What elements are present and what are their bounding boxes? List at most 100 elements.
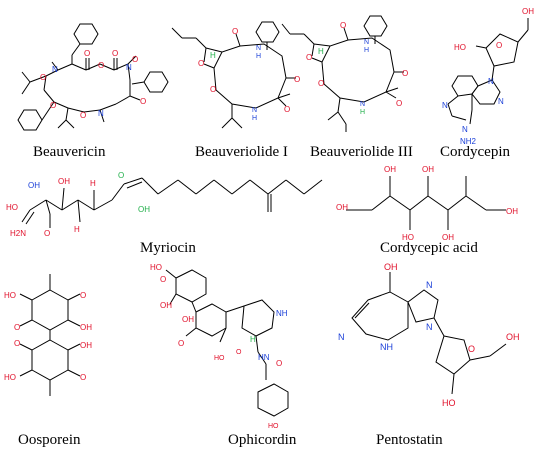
myriocin-atom-3: OH <box>28 181 40 190</box>
cordycepin-structure <box>447 18 529 125</box>
beauvericin-atom-2: O <box>84 49 90 58</box>
myriocin-atom-5: OH <box>58 177 70 186</box>
ophicordin-atom-5: O <box>178 339 184 348</box>
ophicordin-atom-11: O <box>276 359 282 368</box>
ophicordin-atom-8: NH <box>276 309 288 318</box>
beauveriolide-i-atom-3: O <box>232 27 238 36</box>
beauveriolide-i-atom-10: H <box>210 51 216 60</box>
cordycepin-atom-7: N <box>462 125 468 134</box>
cordycepin-atom-4: N <box>488 77 494 86</box>
cordycepic-acid-atom-4: OH <box>422 165 434 174</box>
pentostatin-atom-7: OH <box>506 332 520 342</box>
beauvericin-atom-3: O <box>98 61 104 70</box>
cordycepin-atom-2: O <box>496 41 502 50</box>
cordycepin-atom-1: HO <box>454 43 466 52</box>
pentostatin-atom-6: O <box>468 344 475 354</box>
pentostatin-atom-8: HO <box>442 398 456 408</box>
beauveriolide-i-atom-9: O <box>198 59 204 68</box>
beauveriolide-i-atom-5: O <box>210 85 216 94</box>
beauveriolide-iii-atom-3: O <box>340 21 346 30</box>
myriocin-label: Myriocin <box>140 240 196 256</box>
beauveriolide-i-atom-1: N <box>256 45 261 52</box>
myriocin-atom-9: OH <box>138 205 150 214</box>
oosporein-label: Oosporein <box>18 432 81 448</box>
cordycepin-atom-3: OH <box>522 7 534 16</box>
myriocin-atom-4: O <box>44 229 50 238</box>
beauveriolide-iii-label: Beauveriolide III <box>310 144 413 160</box>
beauveriolide-iii-atom-1: N <box>364 39 369 46</box>
beauveriolide-iii-structure <box>281 15 404 132</box>
pentostatin-atom-1: OH <box>384 262 398 272</box>
ophicordin-structure <box>165 269 289 417</box>
beauveriolide-i-atom-8: O <box>284 105 290 114</box>
beauvericin-atom-8: O <box>80 111 86 120</box>
beauvericin-label: Beauvericin <box>33 144 106 160</box>
cordycepic-acid-atom-1: OH <box>336 203 348 212</box>
oosporein-atom-7: OH <box>80 341 92 350</box>
oosporein-atom-5: O <box>14 339 20 348</box>
ophicordin-atom-4: OH <box>182 315 194 324</box>
ophicordin-label: Ophicordin <box>228 432 297 448</box>
beauveriolide-iii-atom-8: O <box>396 99 402 108</box>
oosporein-atom-3: OH <box>80 323 92 332</box>
myriocin-atom-8: O <box>118 171 124 180</box>
myriocin-structure <box>21 177 323 228</box>
oosporein-atom-2: HO <box>4 291 16 300</box>
ophicordin-atom-7: O <box>236 349 242 356</box>
pentostatin-atom-3: N <box>426 322 433 332</box>
beauvericin-atom-10: O <box>50 101 56 110</box>
beauveriolide-iii-atom-5: O <box>318 79 324 88</box>
ophicordin-atom-3: OH <box>160 301 172 310</box>
myriocin-atom-1: H2N <box>10 229 26 238</box>
cordycepic-acid-atom-6: OH <box>506 207 518 216</box>
beauveriolide-i-atom-7: H <box>252 115 257 122</box>
oosporein-atom-1: O <box>80 291 86 300</box>
cordycepic-acid-label: Cordycepic acid <box>380 240 478 256</box>
pentostatin-atom-5: NH <box>380 342 393 352</box>
cordycepin-atom-8: NH2 <box>460 137 477 146</box>
beauvericin-atom-11: O <box>40 73 46 82</box>
beauveriolide-i-atom-2: H <box>256 53 261 60</box>
ophicordin-atom-6: HO <box>214 355 225 362</box>
ophicordin-atom-1: HO <box>150 263 162 272</box>
oosporein-atom-4: O <box>14 323 20 332</box>
ophicordin-atom-9: H <box>250 335 256 344</box>
beauveriolide-iii-atom-9: O <box>306 53 312 62</box>
beauveriolide-i-structure <box>171 21 296 129</box>
cordycepin-atom-5: N <box>498 97 504 106</box>
pentostatin-label: Pentostatin <box>376 432 443 448</box>
cordycepic-acid-atom-2: OH <box>384 165 396 174</box>
oosporein-structure <box>19 274 81 396</box>
oosporein-atom-6: HO <box>4 373 16 382</box>
myriocin-atom-6: H <box>74 225 80 234</box>
beauvericin-structure <box>17 23 169 131</box>
cordycepic-acid-atom-3: HO <box>402 233 414 242</box>
beauvericin-atom-9: N <box>98 109 104 118</box>
beauveriolide-iii-atom-10: H <box>318 47 324 56</box>
beauveriolide-iii-atom-7: H <box>360 109 365 116</box>
pentostatin-structure <box>351 272 507 395</box>
beauveriolide-iii-atom-4: O <box>402 69 408 78</box>
cordycepin-atom-6: N <box>442 101 448 110</box>
beauvericin-atom-6: O <box>140 97 146 106</box>
beauvericin-atom-5: O <box>132 55 138 64</box>
cordycepic-acid-atom-5: OH <box>442 233 454 242</box>
beauveriolide-i-atom-4: O <box>294 75 300 84</box>
cordycepin-label: Cordycepin <box>440 144 510 160</box>
oosporein-atom-8: O <box>80 373 86 382</box>
ophicordin-atom-2: O <box>160 275 166 284</box>
beauvericin-atom-4: O <box>112 49 118 58</box>
ophicordin-atom-12: HO <box>268 423 279 430</box>
beauveriolide-iii-atom-2: H <box>364 47 369 54</box>
beauvericin-atom-7: N <box>126 63 132 72</box>
beauvericin-atom-1: N <box>52 65 58 74</box>
pentostatin-atom-4: N <box>338 332 345 342</box>
beauveriolide-i-atom-6: N <box>252 107 257 114</box>
myriocin-atom-7: H <box>90 179 96 188</box>
beauveriolide-i-label: Beauveriolide I <box>195 144 288 160</box>
beauveriolide-iii-atom-6: N <box>360 101 365 108</box>
myriocin-atom-2: HO <box>6 203 18 212</box>
pentostatin-atom-2: N <box>426 280 433 290</box>
cordycepic-acid-structure <box>346 176 506 230</box>
